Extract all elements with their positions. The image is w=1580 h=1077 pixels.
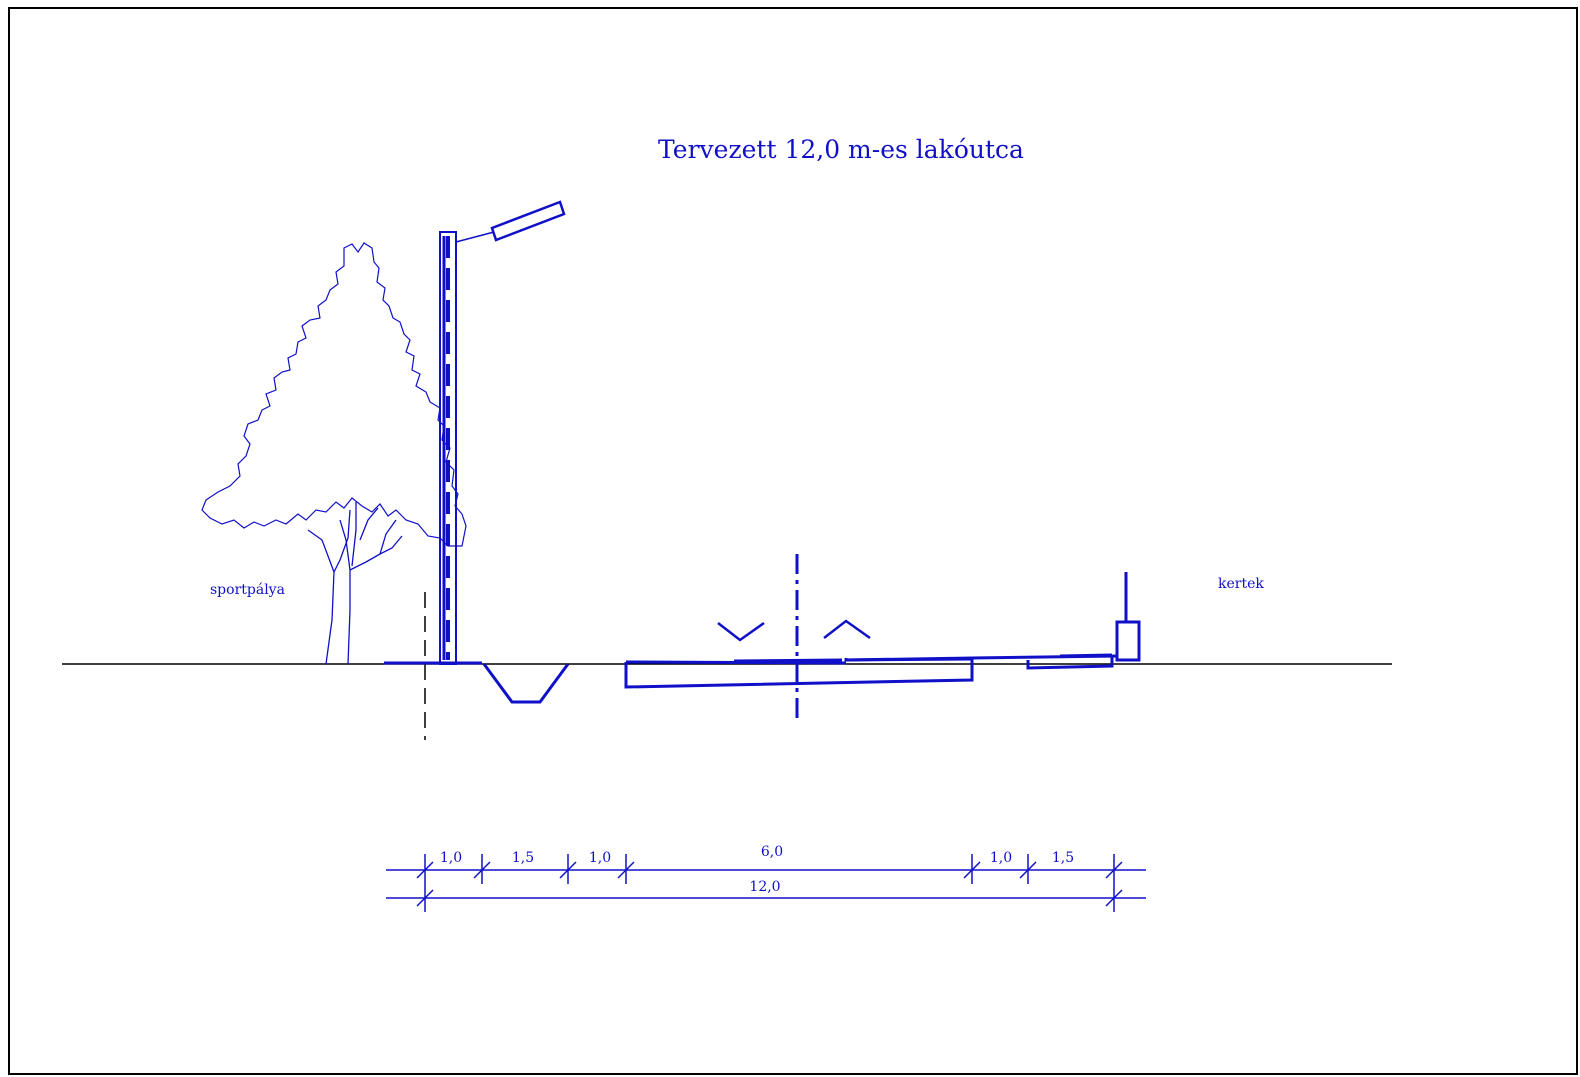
carriageway [624,656,974,689]
label-kertek: kertek [1218,576,1264,592]
tree-trunk [307,502,403,665]
dim-total: 12,0 [749,879,780,895]
tree-canopy [201,242,467,547]
label-sportpalya: sportpálya [210,582,285,598]
drawing-title: Tervezett 12,0 m-es lakóutca [658,135,1024,164]
slope-marker-right [823,619,871,640]
sidewalk-right [971,653,1119,670]
drawing-frame [8,7,1578,1075]
street-lamp [439,200,566,665]
slope-marker-left [717,621,765,642]
dim-5: 1,0 [990,850,1012,866]
drainage-ditch [482,663,570,704]
dim-6: 1,5 [1052,850,1074,866]
dim-2: 1,5 [512,850,534,866]
lamp-head [490,200,566,242]
fence-post [1115,572,1141,662]
dim-1: 1,0 [440,850,462,866]
dim-3: 1,0 [589,850,611,866]
dim-4: 6,0 [761,844,783,860]
dimension-lines [386,854,1146,912]
